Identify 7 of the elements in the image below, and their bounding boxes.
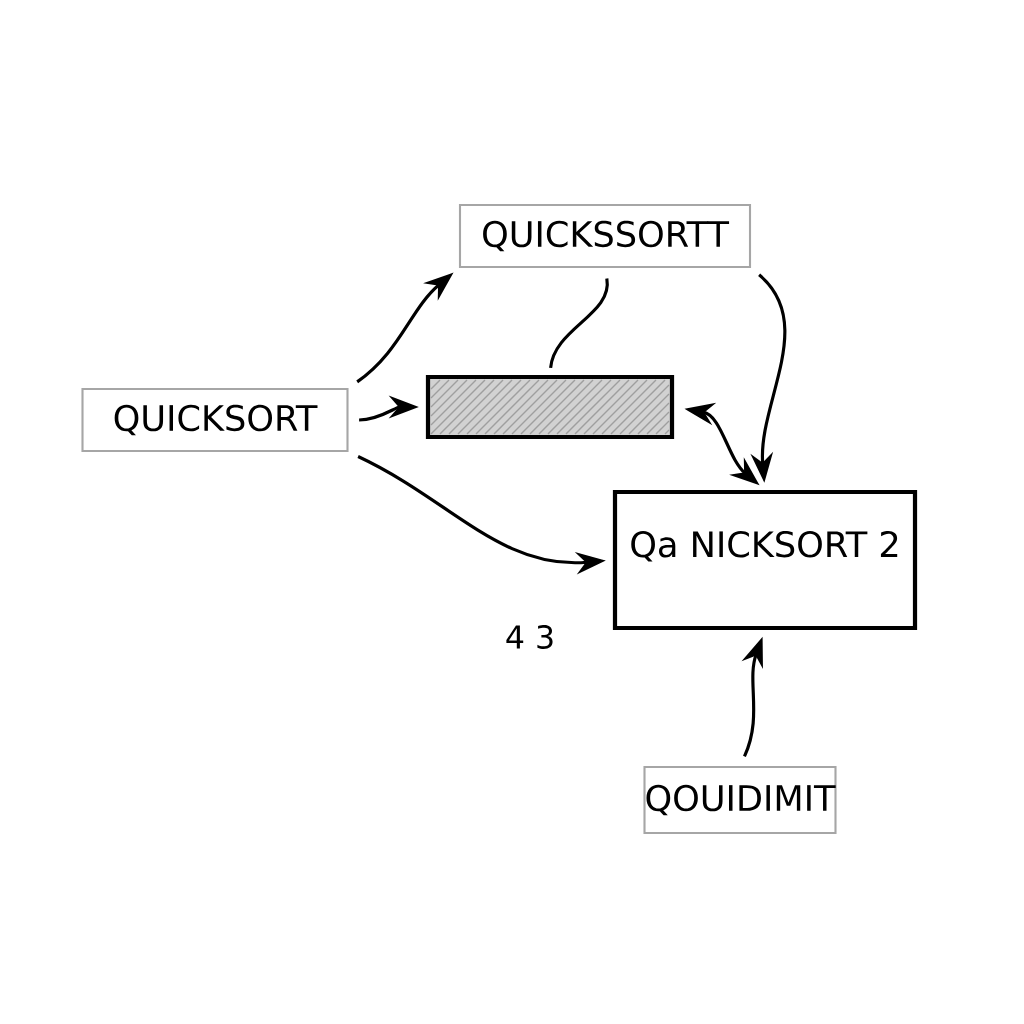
hatched-bar [425, 374, 675, 440]
process-box: QUICKSSORTT [458, 203, 752, 269]
note-label: 4 3 [506, 625, 553, 649]
process-box: Qa NICKSORT 2 [612, 489, 918, 631]
process-box: QOUIDIMIT [643, 765, 837, 835]
process-box: QUICKSORT [81, 387, 349, 453]
connector-line [549, 278, 609, 369]
